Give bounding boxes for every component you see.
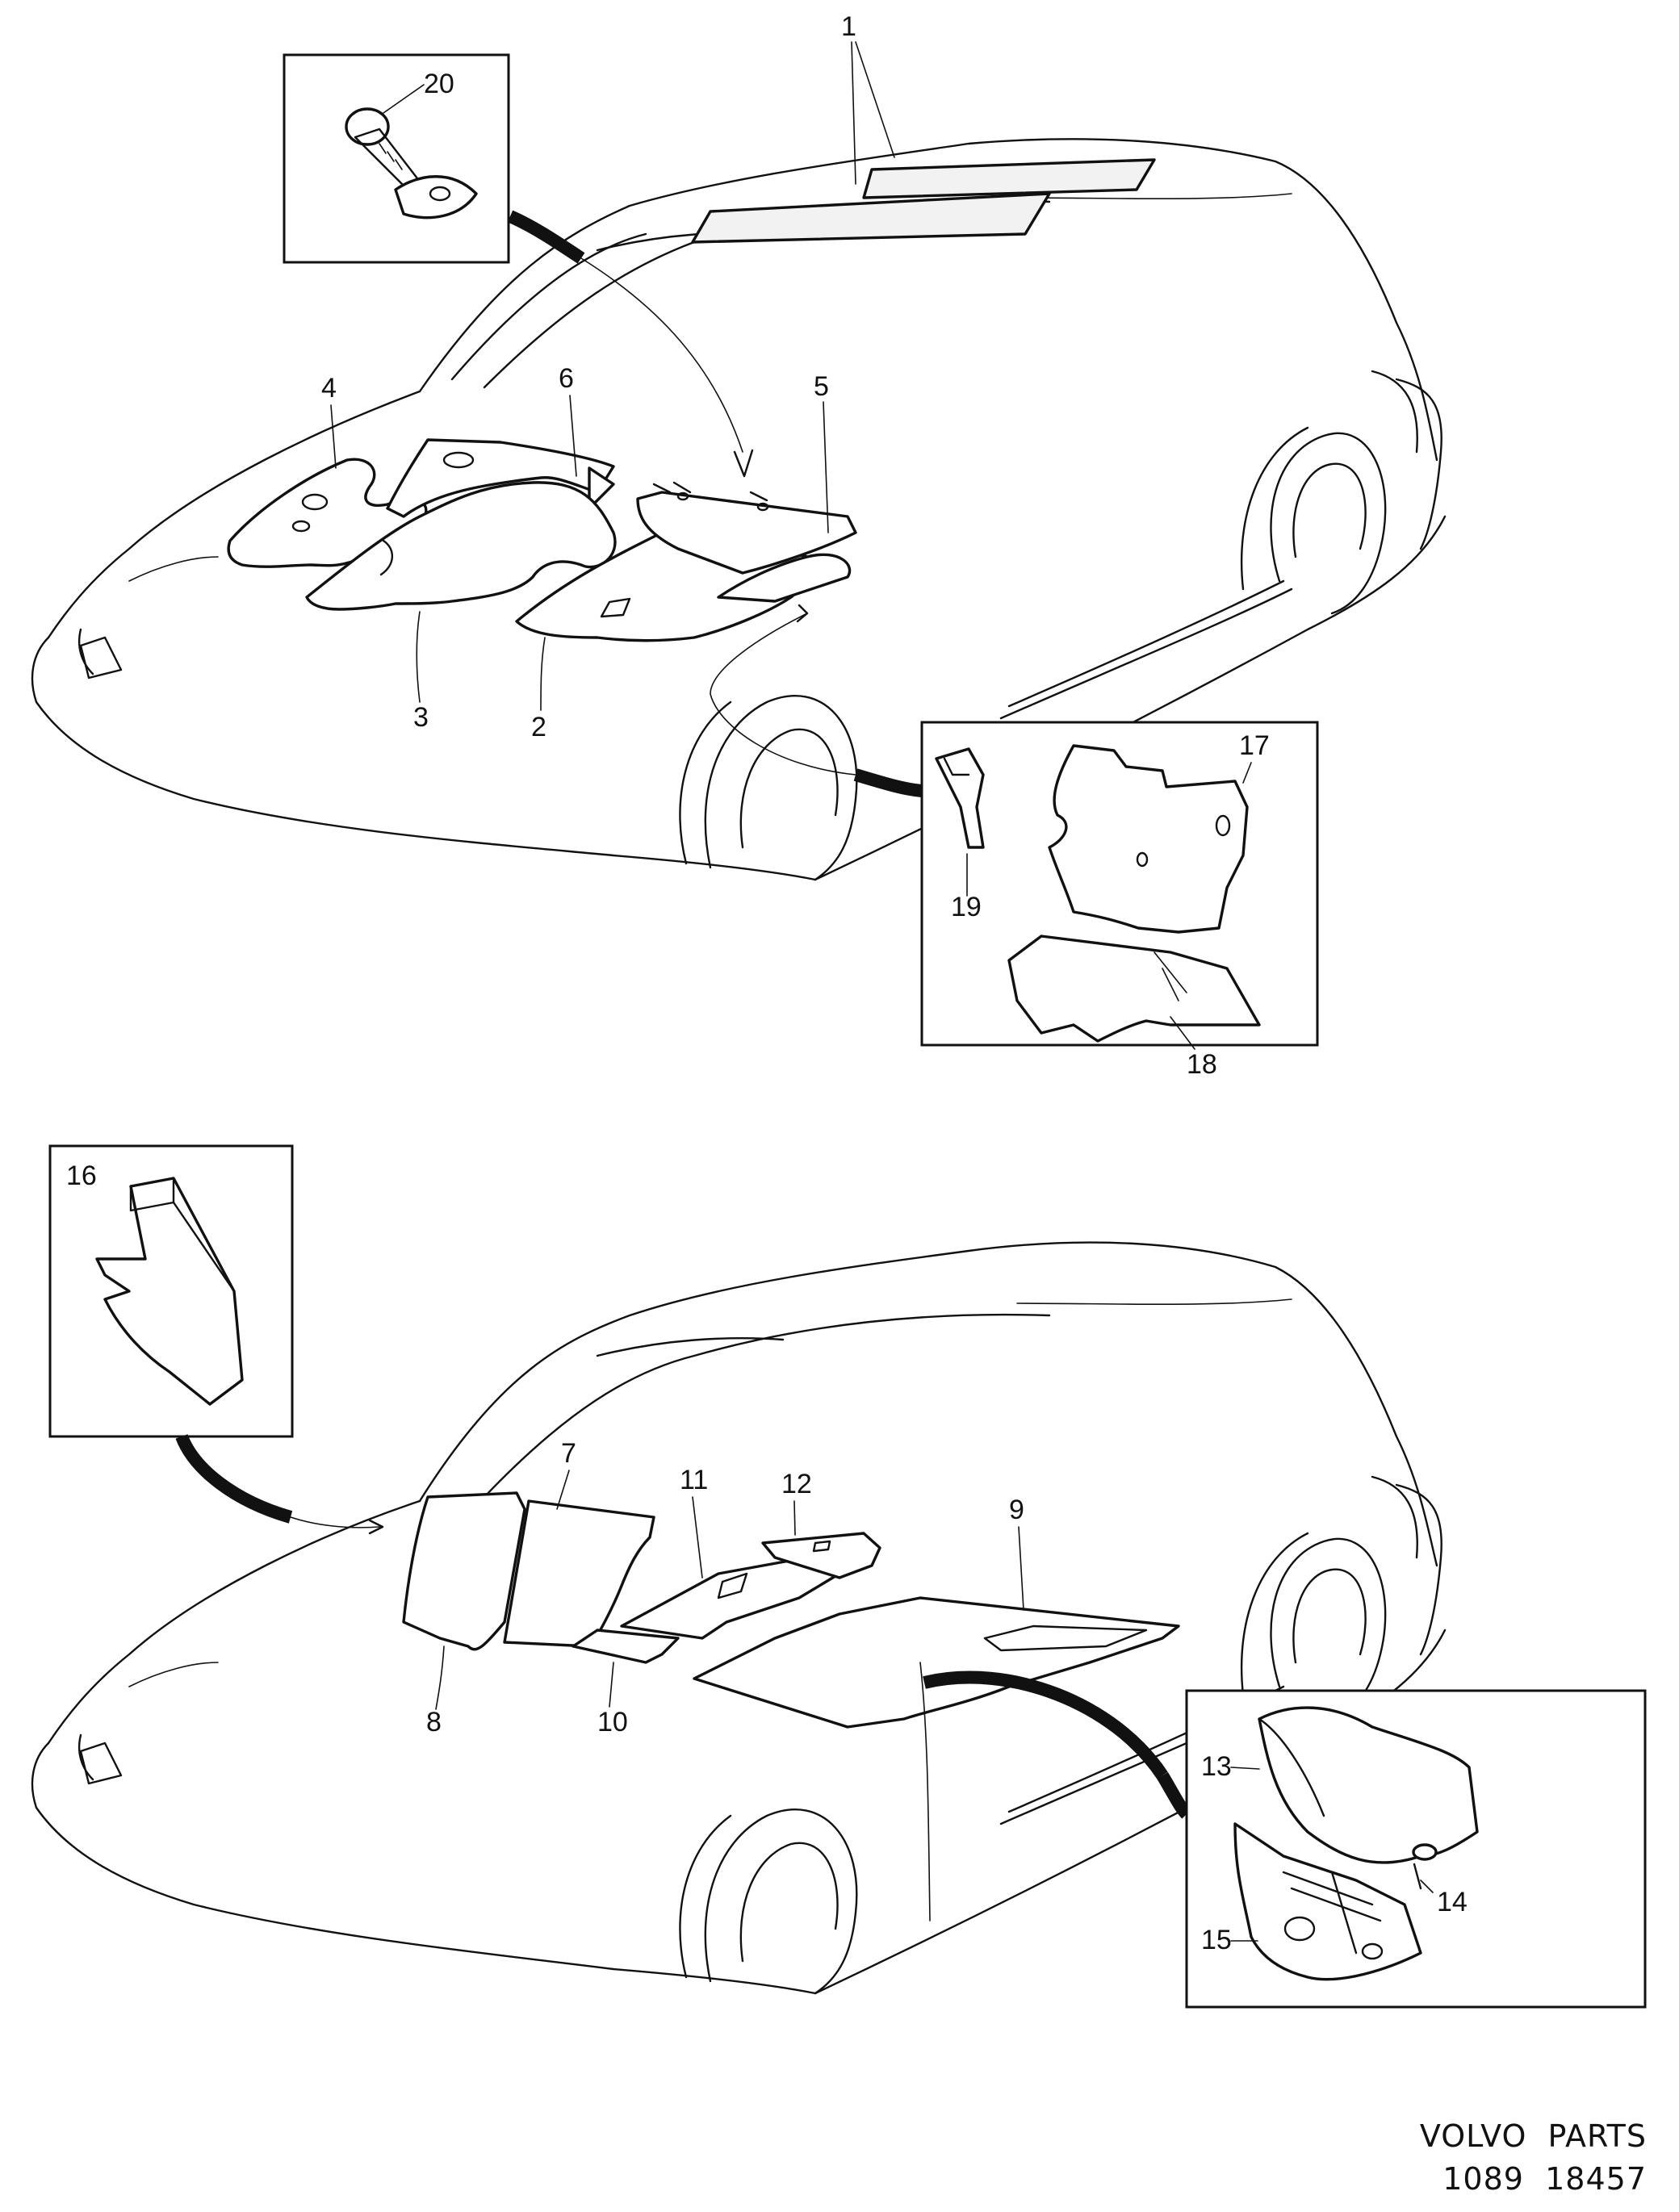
svg-text:3: 3 <box>413 702 429 733</box>
svg-text:7: 7 <box>561 1438 576 1469</box>
floor-pad-10: 10 <box>572 1629 680 1737</box>
inset-17-18-19: 19 17 18 <box>920 721 1319 1080</box>
inset-fastener-20: 20 <box>283 53 510 264</box>
svg-text:17: 17 <box>1239 730 1270 761</box>
bottom-car-outline <box>31 1241 1447 1995</box>
svg-text:6: 6 <box>559 363 574 394</box>
svg-text:4: 4 <box>321 373 337 404</box>
inset-13-14-15: 13 14 15 <box>1185 1689 1647 2009</box>
floor-pad-9: 9 <box>693 1495 1180 1729</box>
svg-text:5: 5 <box>814 371 829 402</box>
svg-text:13: 13 <box>1201 1751 1232 1782</box>
floor-pad-7: 7 <box>503 1438 655 1648</box>
svg-text:14: 14 <box>1437 1887 1468 1917</box>
floor-pad-8: 8 <box>402 1491 526 1737</box>
svg-text:10: 10 <box>597 1707 628 1737</box>
svg-text:19: 19 <box>951 892 982 922</box>
svg-text:9: 9 <box>1009 1495 1024 1525</box>
top-car-outline <box>31 138 1447 881</box>
roof-insulation-pads <box>691 158 1156 244</box>
svg-text:1: 1 <box>841 11 856 42</box>
svg-text:11: 11 <box>680 1465 708 1495</box>
floor-pad-5: 5 <box>636 371 857 603</box>
inset-foam-block-16: 16 <box>48 1144 294 1438</box>
footer-brand: VOLVO PARTS <box>1419 2118 1647 2154</box>
footer-code: 1089 18457 <box>1442 2161 1647 2197</box>
floor-pad-3: 3 <box>305 481 617 733</box>
svg-text:20: 20 <box>424 69 454 99</box>
floor-pad-6: 6 <box>386 363 615 518</box>
svg-text:15: 15 <box>1201 1925 1232 1955</box>
svg-text:2: 2 <box>531 712 546 742</box>
callout-1: 1 <box>841 11 895 185</box>
floor-pad-12: 12 <box>761 1469 881 1579</box>
svg-text:12: 12 <box>781 1469 812 1499</box>
svg-text:16: 16 <box>66 1160 97 1191</box>
svg-text:8: 8 <box>426 1707 442 1737</box>
svg-text:18: 18 <box>1187 1049 1217 1080</box>
